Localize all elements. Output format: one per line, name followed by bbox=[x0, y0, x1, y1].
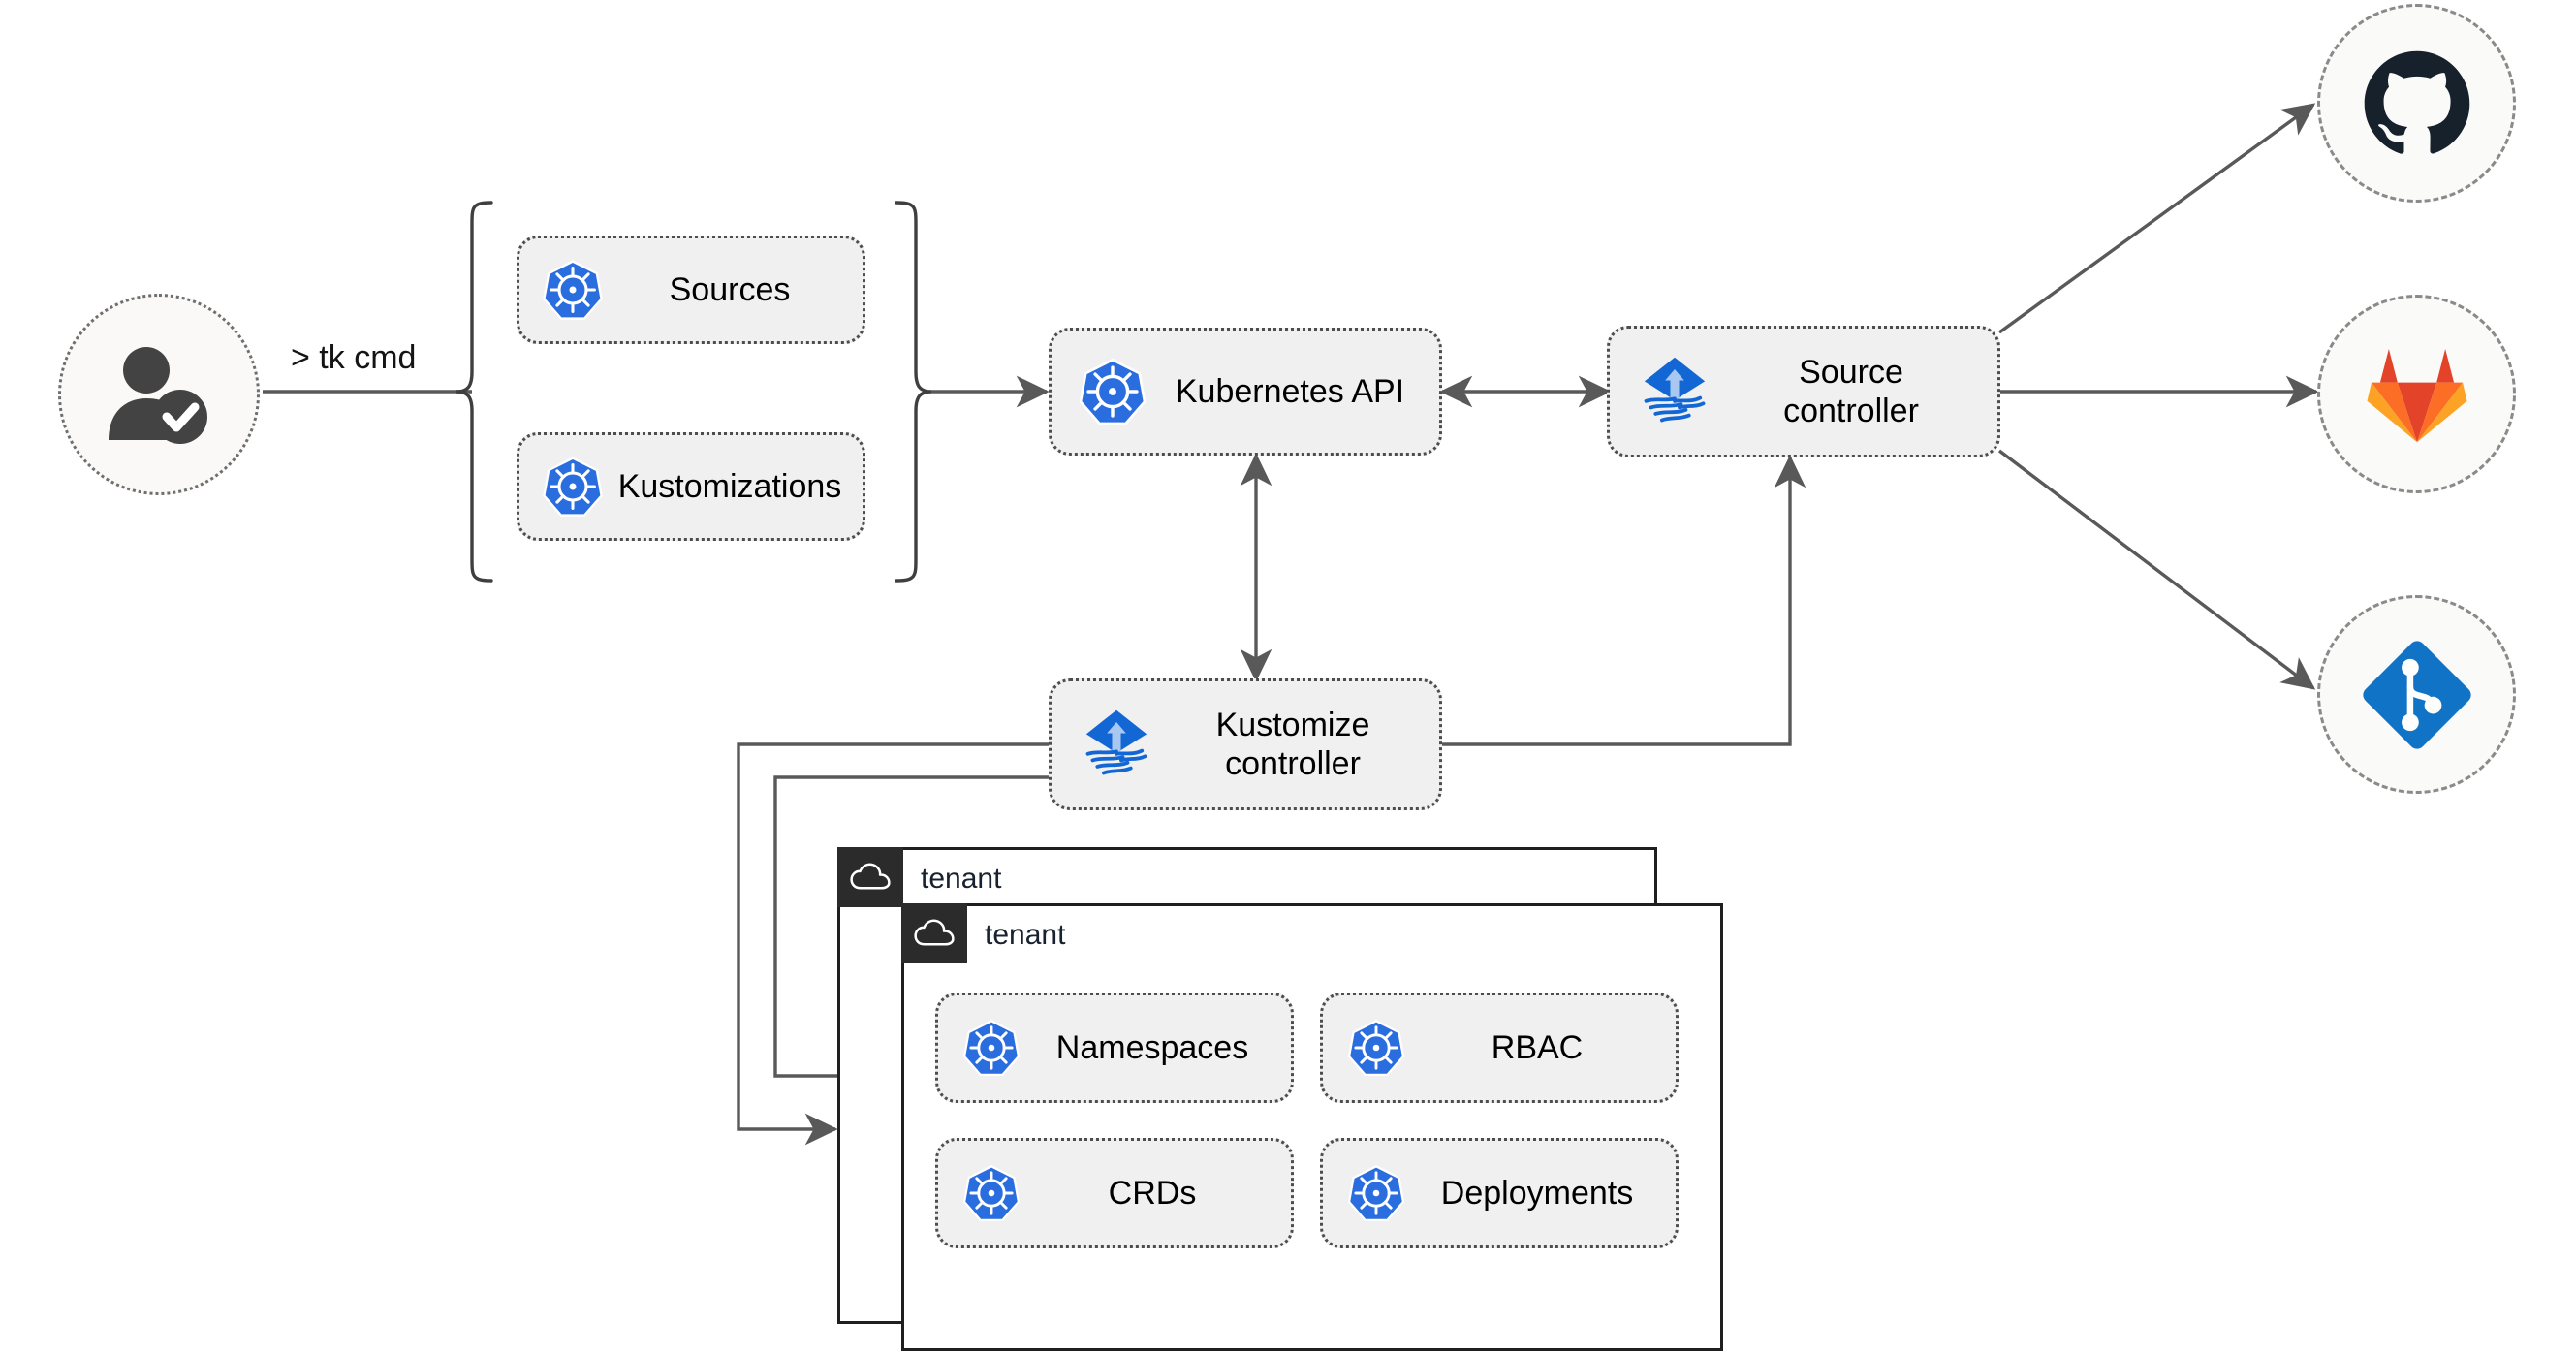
controller-label-line2: controller bbox=[1783, 393, 1919, 429]
command-label: > tk cmd bbox=[291, 339, 417, 376]
tenant-tab-outer bbox=[837, 847, 903, 907]
crd-box-kustomizations[interactable]: Kustomizations bbox=[517, 432, 865, 541]
kubernetes-icon bbox=[959, 1161, 1023, 1225]
tenant-resource-label: CRDs bbox=[1108, 1174, 1197, 1212]
kubernetes-api-box[interactable]: Kubernetes API bbox=[1049, 328, 1442, 456]
git-repo-icon bbox=[2362, 640, 2471, 749]
cloud-icon bbox=[850, 863, 891, 890]
tenant-resource-label: Namespaces bbox=[1055, 1028, 1249, 1066]
actor-user[interactable] bbox=[58, 294, 260, 495]
tenant-resource-label: RBAC bbox=[1491, 1028, 1584, 1066]
crd-label: Kustomizations bbox=[617, 467, 842, 505]
cloud-icon bbox=[914, 919, 955, 946]
tenant-label-inner: tenant bbox=[985, 919, 1066, 951]
tenant-tab-inner bbox=[901, 903, 967, 963]
controller-label-line1: Kustomize bbox=[1215, 706, 1370, 743]
wire-source-to-gitrepo bbox=[1997, 449, 2316, 690]
provider-git-repository[interactable] bbox=[2317, 595, 2516, 794]
controller-label-line1: Source bbox=[1799, 353, 1903, 391]
tenant-resource-crds[interactable]: CRDs bbox=[935, 1138, 1294, 1248]
kustomize-controller-box[interactable]: Kustomize controller bbox=[1049, 678, 1442, 810]
github-icon bbox=[2364, 50, 2469, 154]
kubernetes-icon bbox=[1344, 1161, 1408, 1225]
kubernetes-icon bbox=[1344, 1016, 1408, 1080]
user-check-icon bbox=[109, 347, 207, 444]
flux-icon bbox=[1635, 352, 1714, 431]
kustomize-controller-label: Kustomize controller bbox=[1156, 706, 1439, 783]
provider-gitlab[interactable] bbox=[2317, 295, 2516, 493]
source-controller-box[interactable]: Source controller bbox=[1607, 326, 2000, 457]
tenant-resource-label: Deployments bbox=[1440, 1174, 1634, 1212]
wire-source-to-github bbox=[1998, 103, 2316, 334]
tenant-label-outer: tenant bbox=[921, 863, 1002, 895]
controller-label-line2: controller bbox=[1225, 745, 1361, 782]
tenant-resource-deployments[interactable]: Deployments bbox=[1320, 1138, 1679, 1248]
tenant-card-inner[interactable] bbox=[901, 903, 1723, 1351]
kubernetes-icon bbox=[539, 453, 607, 520]
source-controller-label: Source controller bbox=[1714, 353, 1997, 430]
tenant-resource-namespaces[interactable]: Namespaces bbox=[935, 993, 1294, 1103]
kubernetes-api-label: Kubernetes API bbox=[1175, 372, 1405, 410]
gitlab-icon bbox=[2366, 348, 2467, 442]
provider-github[interactable] bbox=[2317, 4, 2516, 203]
tenant-resource-rbac[interactable]: RBAC bbox=[1320, 993, 1679, 1103]
right-brace bbox=[895, 201, 932, 583]
kubernetes-icon bbox=[959, 1016, 1023, 1080]
left-brace bbox=[456, 201, 493, 583]
kubernetes-icon bbox=[1075, 354, 1150, 429]
kubernetes-icon bbox=[539, 256, 607, 324]
wire-kustomize-to-source bbox=[1441, 455, 1806, 746]
flux-icon bbox=[1077, 705, 1156, 784]
crd-box-sources[interactable]: Sources bbox=[517, 236, 865, 344]
crd-label: Sources bbox=[669, 270, 791, 308]
